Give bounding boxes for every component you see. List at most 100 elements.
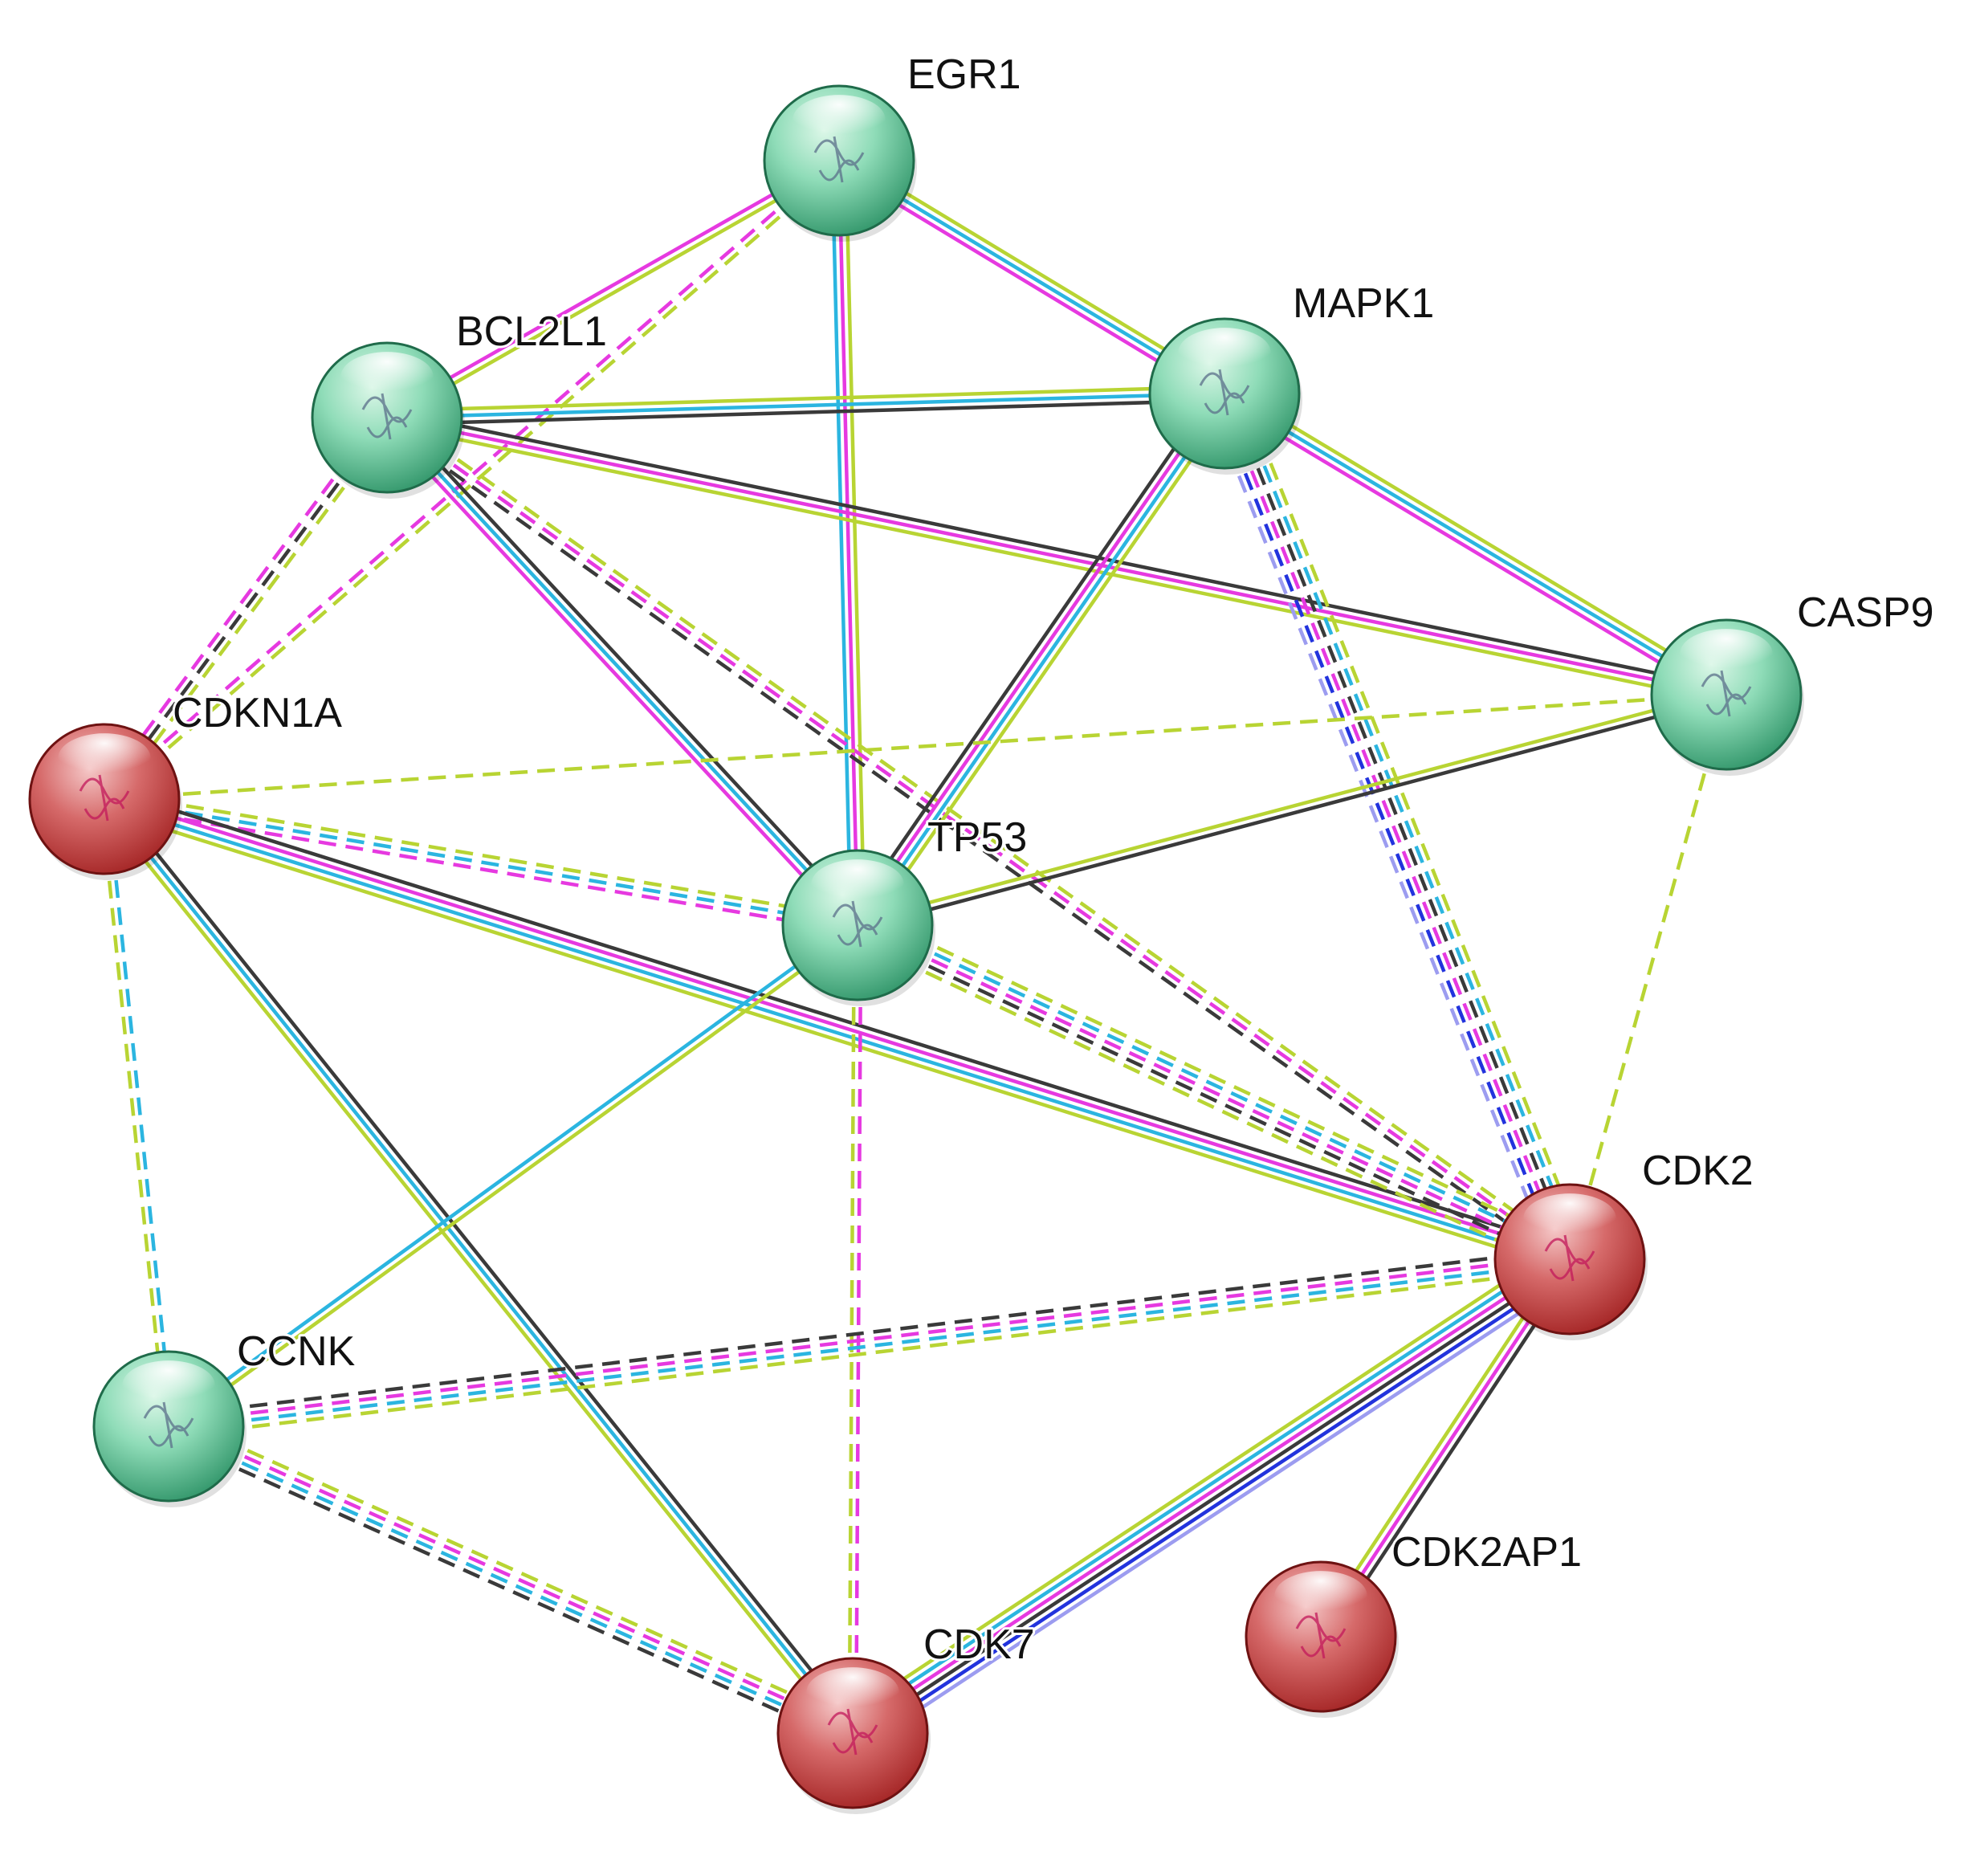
- node-gloss: [1680, 629, 1773, 679]
- edge-line-magenta: [169, 1421, 855, 1732]
- edge-casp9-cdkn1a: [104, 692, 1727, 801]
- edge-line-black: [854, 1260, 1573, 1738]
- edge-line-yellowgreen: [99, 799, 168, 1427]
- protein-structure-icon: [361, 393, 413, 440]
- edge-line-cyan: [103, 800, 1570, 1265]
- protein-structure-icon: [1544, 1234, 1595, 1282]
- edge-line-magenta: [97, 412, 384, 797]
- edge-egr1-tp53: [830, 160, 866, 926]
- edge-line-cyan: [105, 798, 174, 1426]
- edge-line-cyan: [845, 1249, 1566, 1727]
- edge-tp53-cdk2: [850, 911, 1577, 1274]
- node-egr1[interactable]: EGR1: [763, 49, 1024, 242]
- edge-mapk1-cdk2: [1207, 386, 1587, 1266]
- node-ccnk[interactable]: CCNK: [92, 1326, 358, 1507]
- edge-line-cyan: [386, 391, 1225, 420]
- node-casp9[interactable]: CASP9: [1650, 587, 1937, 776]
- edge-line-lightblue: [861, 1271, 1580, 1749]
- edge-line-yellowgreen: [172, 1415, 858, 1726]
- node-cdk2[interactable]: CDK2: [1493, 1145, 1756, 1340]
- edge-cdk2-ccnk: [167, 1247, 1571, 1438]
- node-cdkn1a[interactable]: CDKN1A: [28, 687, 344, 880]
- edge-line-cyan: [165, 920, 857, 1425]
- edge-line-black: [387, 398, 1225, 426]
- edge-cdkn1a-cdk7: [97, 793, 860, 1739]
- edge-line-magenta: [1220, 398, 1724, 703]
- edge-casp9-tp53: [856, 689, 1728, 931]
- node-label-tp53: TP53: [927, 814, 1027, 861]
- node-gloss: [1523, 1193, 1616, 1243]
- edge-bcl2l1-mapk1: [386, 385, 1225, 426]
- node-gloss: [1178, 328, 1271, 377]
- edge-line-black: [854, 929, 1568, 1267]
- node-tp53[interactable]: TP53: [781, 812, 1029, 1006]
- edge-line-cyan: [103, 797, 854, 1735]
- node-gloss: [1274, 1571, 1367, 1621]
- protein-structure-icon: [832, 900, 883, 948]
- edge-line-magenta: [853, 390, 1224, 924]
- edge-line-yellowgreen: [108, 420, 394, 805]
- edge-bcl2l1-casp9: [385, 409, 1729, 704]
- edge-line-yellowgreen: [1227, 385, 1731, 691]
- edge-cdkn1a-ccnk: [99, 798, 174, 1427]
- edge-line-magenta: [386, 415, 1727, 697]
- node-label-cdk7: CDK7: [923, 1621, 1035, 1668]
- edge-line-cyan: [858, 394, 1229, 928]
- edge-line-yellowgreen: [847, 924, 857, 1734]
- edge-line-magenta: [168, 1254, 1570, 1425]
- node-mapk1[interactable]: MAPK1: [1148, 278, 1436, 475]
- edge-line-black: [388, 409, 1729, 690]
- edge-line-yellowgreen: [104, 692, 1727, 801]
- edge-line-cyan: [166, 1427, 853, 1738]
- edge-line-black: [858, 695, 1728, 931]
- protein-structure-icon: [1199, 369, 1250, 416]
- edge-line-yellowgreen: [386, 385, 1224, 413]
- edge-line-magenta: [1220, 394, 1569, 1262]
- protein-structure-icon: [1701, 670, 1752, 717]
- edge-mapk1-tp53: [847, 386, 1235, 932]
- edge-line-yellowgreen: [1567, 694, 1729, 1260]
- edge-line-magenta: [857, 923, 1571, 1262]
- edge-line-yellowgreen: [1238, 386, 1587, 1254]
- node-label-cdk2: CDK2: [1642, 1148, 1754, 1194]
- edge-bcl2l1-tp53: [381, 411, 864, 932]
- node-bcl2l1[interactable]: BCL2L1: [311, 306, 609, 499]
- edge-casp9-cdk2: [1567, 694, 1729, 1260]
- edge-line-magenta: [103, 804, 857, 934]
- edge-line-blue: [1213, 396, 1563, 1264]
- node-gloss: [58, 733, 151, 783]
- node-cdk2ap1[interactable]: CDK2AP1: [1245, 1527, 1584, 1718]
- edge-cdkn1a-tp53: [103, 790, 859, 934]
- edge-tp53-cdk7: [847, 924, 863, 1734]
- edge-line-blue: [857, 1266, 1577, 1743]
- edge-line-yellowgreen: [100, 807, 1567, 1271]
- edge-mapk1-casp9: [1220, 385, 1731, 703]
- edge-line-cyan: [104, 797, 858, 928]
- edge-line-cyan: [830, 161, 853, 926]
- edge-egr1-bcl2l1: [384, 156, 842, 422]
- edge-line-magenta: [384, 156, 839, 417]
- node-label-mapk1: MAPK1: [1293, 280, 1434, 327]
- node-gloss: [806, 1667, 899, 1717]
- protein-structure-icon: [143, 1401, 194, 1449]
- node-gloss: [811, 859, 904, 909]
- protein-structure-icon: [827, 1708, 878, 1756]
- edge-line-magenta: [385, 416, 1571, 1261]
- protein-structure-icon: [813, 136, 865, 183]
- edge-ccnk-cdk7: [163, 1415, 858, 1744]
- edge-line-magenta: [850, 1254, 1569, 1732]
- edge-tp53-ccnk: [165, 920, 861, 1431]
- node-label-egr1: EGR1: [907, 51, 1021, 98]
- node-label-bcl2l1: BCL2L1: [456, 308, 607, 355]
- edge-line-cyan: [1232, 389, 1581, 1257]
- node-label-ccnk: CCNK: [237, 1328, 356, 1375]
- protein-structure-icon: [1295, 1612, 1347, 1659]
- edge-cdkn1a-cdk2: [100, 787, 1574, 1271]
- edge-line-black: [103, 416, 389, 801]
- edge-line-yellowgreen: [105, 790, 859, 920]
- edge-line-magenta: [837, 160, 860, 926]
- edge-line-lightblue: [1207, 399, 1556, 1266]
- edge-line-black: [390, 411, 864, 922]
- node-gloss: [340, 352, 434, 402]
- node-cdk7[interactable]: CDK7: [776, 1619, 1037, 1814]
